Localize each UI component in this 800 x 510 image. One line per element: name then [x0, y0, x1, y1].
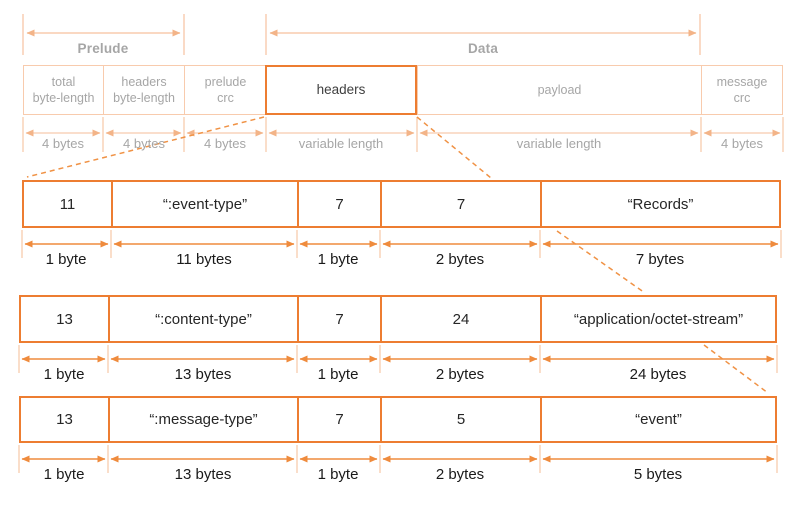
header-cell-value-type: 7 — [299, 182, 382, 226]
field-box-headers-byte-length: headers byte-length — [103, 65, 185, 115]
size-label: 4 bytes — [204, 136, 246, 151]
size-label: 13 bytes — [174, 466, 232, 483]
top-span-arrows — [22, 14, 701, 55]
header-cell-name-length: 13 — [21, 398, 110, 441]
header-cell-value: “application/octet-stream” — [573, 310, 744, 328]
header-cell-value-type: 7 — [299, 398, 382, 441]
header-cell-value: “Records” — [627, 195, 694, 213]
field-box-total-byte-length: total byte-length — [23, 65, 104, 115]
top-size-arrows — [22, 117, 784, 152]
header-cell-value-length: 7 — [382, 182, 542, 226]
prelude-span-label: Prelude — [77, 41, 129, 56]
size-label: 5 bytes — [633, 466, 683, 483]
size-label: 2 bytes — [435, 251, 485, 268]
data-span-label: Data — [467, 41, 499, 56]
header-cell-value: “event” — [635, 411, 682, 428]
row3-size-arrows — [18, 445, 778, 473]
header-row-event-type: 11 “:event-type” 7 7 “Records” — [22, 180, 781, 228]
size-label: 13 bytes — [174, 366, 232, 383]
size-label: 4 bytes — [42, 136, 84, 151]
field-box-payload: payload — [417, 65, 702, 115]
size-label: variable length — [516, 136, 602, 151]
size-label: variable length — [298, 136, 384, 151]
size-label: 1 byte — [45, 251, 87, 268]
row2-size-arrows — [18, 345, 778, 373]
field-box-message-crc: message crc — [701, 65, 783, 115]
size-label: 1 byte — [317, 466, 359, 483]
header-row-message-type: 13 “:message-type” 7 5 “event” — [19, 396, 777, 443]
header-cell-name: “:message-type” — [110, 398, 299, 441]
header-cell-value-type: 7 — [299, 297, 382, 341]
size-label: 2 bytes — [435, 466, 485, 483]
header-cell-name: “:content-type” — [110, 297, 299, 341]
header-cell-name: “:event-type” — [113, 182, 299, 226]
size-label: 2 bytes — [435, 366, 485, 383]
field-box-prelude-crc: prelude crc — [184, 65, 267, 115]
field-box-headers: headers — [265, 65, 417, 115]
row1-size-arrows — [21, 230, 782, 258]
size-label: 1 byte — [317, 366, 359, 383]
header-cell-name-length: 11 — [24, 182, 113, 226]
size-label: 4 bytes — [123, 136, 165, 151]
size-label: 1 byte — [317, 251, 359, 268]
header-cell-name-length: 13 — [21, 297, 110, 341]
header-row-content-type: 13 “:content-type” 7 24 “application/oct… — [19, 295, 777, 343]
header-cell-value-length: 24 — [382, 297, 542, 341]
size-label: 4 bytes — [721, 136, 763, 151]
expansion-connectors — [26, 116, 769, 394]
size-label: 7 bytes — [635, 251, 685, 268]
size-label: 1 byte — [43, 466, 85, 483]
size-label: 24 bytes — [629, 366, 687, 383]
header-cell-value-length: 5 — [382, 398, 542, 441]
size-label: 11 bytes — [176, 251, 232, 268]
size-label: 1 byte — [43, 366, 85, 383]
